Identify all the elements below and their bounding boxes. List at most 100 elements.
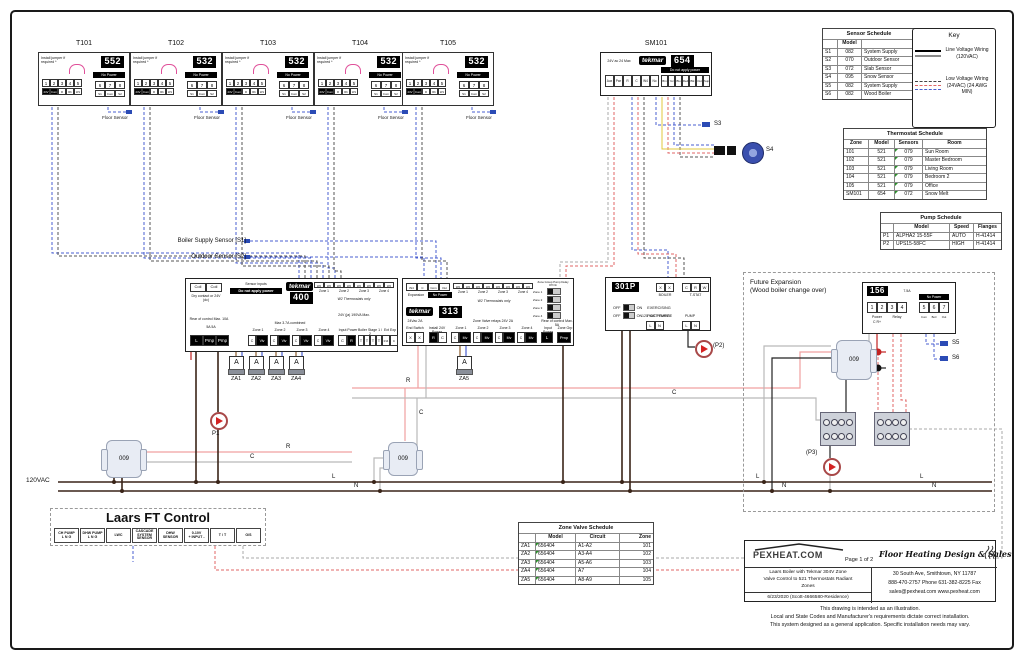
tekmar-logo: tekmar bbox=[286, 282, 314, 292]
no-power-bar: No Power bbox=[277, 72, 309, 78]
terminal-cell: Rb bbox=[342, 88, 350, 95]
terminal-cell: Com bbox=[381, 90, 391, 97]
terminal-cell: 4 bbox=[430, 79, 438, 87]
r-wires-pink bbox=[140, 346, 836, 453]
terminal-cell: W1 bbox=[438, 88, 446, 95]
terminal-cell: 3 bbox=[150, 79, 158, 87]
terminal-c: 6 bbox=[279, 81, 289, 89]
terminal-cell: R bbox=[58, 88, 66, 95]
snow-sensor-icon bbox=[742, 142, 764, 164]
terminal-cell: Com bbox=[289, 90, 299, 97]
terminal-caption: Boil bbox=[929, 315, 939, 321]
terminal-cell: Com bbox=[105, 90, 115, 97]
zone-actuator-za5: A bbox=[456, 356, 473, 375]
jumper-wire-icon bbox=[161, 64, 177, 74]
zone-actuator-za2: A bbox=[248, 356, 265, 375]
terminal-cell: 7 bbox=[105, 81, 115, 89]
low-voltage-legend: Low Voltage Wiring (24VAC) (24 AWG MIN) bbox=[915, 76, 993, 96]
terminal-cell: S1 bbox=[371, 90, 381, 97]
zone-caption: Zone 4 bbox=[374, 289, 394, 295]
w2-note: W2 Thermostats only bbox=[477, 299, 511, 303]
line-voltage-legend: Line Voltage Wiring (120VAC) bbox=[915, 47, 993, 60]
zone-grp-caption: Zone Grp bbox=[557, 326, 573, 330]
boiler-caption: BOILER bbox=[658, 293, 672, 297]
no-power-bar: No Power bbox=[93, 72, 125, 78]
c-wire-label: C bbox=[419, 410, 424, 416]
model-display: 654 bbox=[671, 55, 694, 67]
coil-note: Dry contact or 24V (dc) bbox=[191, 294, 221, 303]
terminal-cell: Com bbox=[234, 88, 242, 95]
zone-caption: Zone 3 bbox=[296, 328, 308, 332]
jumper-note: Install jumper if required * bbox=[405, 56, 430, 65]
terminal-cell: 5 bbox=[166, 79, 174, 87]
pump-009: 009 bbox=[383, 442, 423, 476]
low-voltage-dark-wires bbox=[57, 97, 714, 279]
zone-caption: Zone 1 bbox=[252, 328, 264, 332]
terminal-cell: 1 bbox=[134, 79, 142, 87]
terminal-cell: R bbox=[150, 88, 158, 95]
zone-caption: Zone 4 bbox=[318, 328, 330, 332]
thermostat-id: T101 bbox=[76, 40, 92, 47]
model-display: 156 bbox=[867, 286, 888, 297]
terminal-cell: 5 bbox=[350, 79, 358, 87]
terminal-group: LWC bbox=[106, 528, 131, 543]
dip-row: Zone 4 bbox=[533, 312, 573, 320]
terminal-cell: 24V bbox=[42, 88, 50, 95]
terminal-cell: T bbox=[370, 335, 376, 346]
terminal-cell: C bbox=[417, 283, 428, 291]
terminal-cell: 3 bbox=[887, 302, 897, 313]
za4-label: ZA4 bbox=[290, 376, 302, 382]
fuse-note: 5A 5A bbox=[206, 325, 216, 329]
relay-note: Zone Valve relays 24V 2A bbox=[472, 319, 514, 323]
terminal-cell: 2 bbox=[142, 79, 150, 87]
terminal-cell: 1 bbox=[226, 79, 234, 87]
terminal-cell: W4 bbox=[641, 75, 650, 87]
s5-label: S5 bbox=[952, 340, 960, 346]
actuator-wires-blue bbox=[241, 346, 467, 356]
thermostat-id: T103 bbox=[260, 40, 276, 47]
relay-base-1 bbox=[820, 412, 856, 446]
thermostat-t104: T104 Install jumper if required * 532 No… bbox=[314, 40, 406, 106]
terminal-cell: C bbox=[682, 283, 691, 292]
sensor-wire-ends bbox=[126, 110, 948, 361]
terminal-cell: W2 bbox=[354, 282, 364, 288]
terminal-cell: 6 bbox=[95, 81, 105, 89]
terminal-cell: R bbox=[334, 88, 342, 95]
terminal-cell: S2 bbox=[207, 90, 217, 97]
thermostat-model: 532 bbox=[285, 56, 308, 68]
pump-icon-p2 bbox=[695, 340, 713, 358]
terminal-cell: Out bbox=[439, 283, 450, 291]
toggle-switch-icon bbox=[622, 312, 635, 319]
terminal-cell: 7 bbox=[939, 302, 949, 313]
terminal-cell: Brn bbox=[661, 75, 668, 87]
relay-caption: Relay bbox=[892, 315, 902, 319]
terminal-cell: R bbox=[242, 88, 250, 95]
rear-note: Rear of control Max. 10A bbox=[189, 317, 229, 321]
sm101-title: SM101 bbox=[644, 40, 668, 47]
floor-sensor-label: Floor Sensor bbox=[102, 115, 128, 120]
terminal-cell: W2 bbox=[314, 282, 324, 288]
terminal-cell: tN4 bbox=[382, 335, 390, 346]
terminal-cell: 8 bbox=[207, 81, 217, 89]
laars-title: Laars FT Control bbox=[105, 510, 210, 525]
dip-row: Zone 3 bbox=[533, 304, 573, 312]
